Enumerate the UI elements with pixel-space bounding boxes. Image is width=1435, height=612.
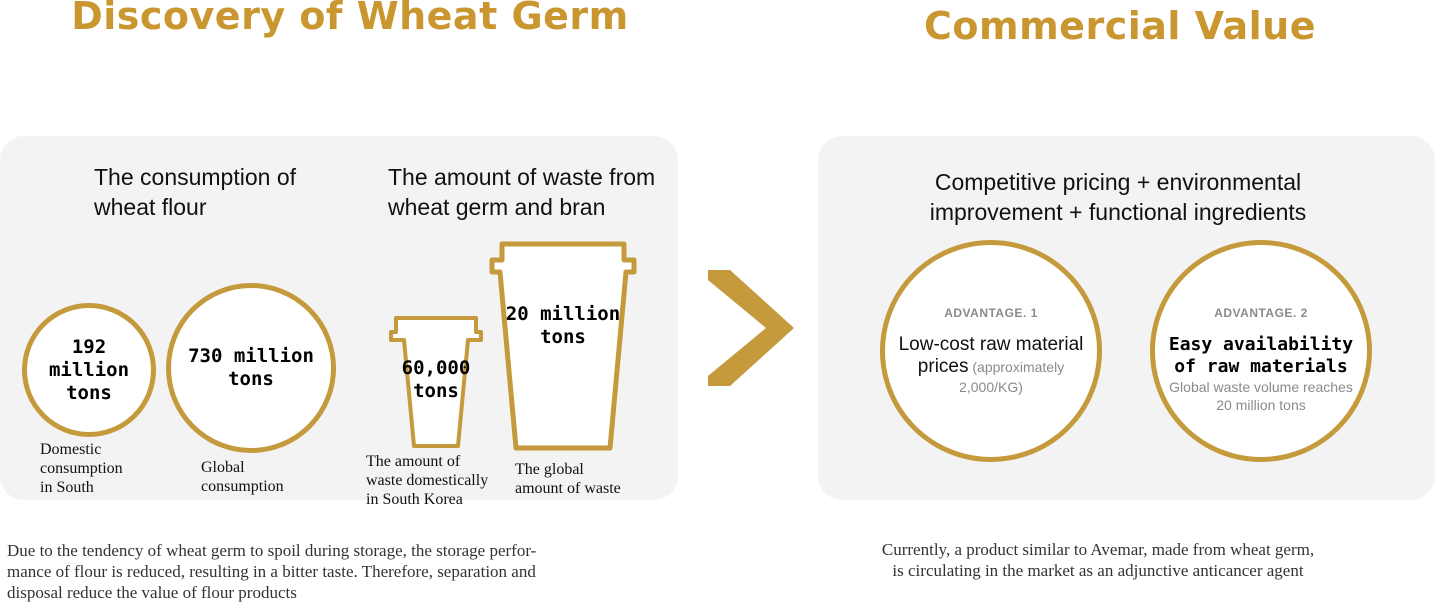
cup-icon — [489, 241, 637, 451]
cup-icon — [389, 316, 483, 448]
global-consumption-circle: 730 million tons — [166, 283, 336, 453]
chevron-right-icon — [708, 270, 794, 386]
right-footer: Currently, a product similar to Avemar, … — [818, 539, 1378, 581]
advantage-2-label: ADVANTAGE. 2 — [1214, 306, 1308, 320]
advantage-1-line2: prices (approximately — [880, 356, 1102, 378]
left-footer-line-2: mance of flour is reduced, resulting in … — [7, 562, 536, 581]
domestic-consumption-caption: Domestic consumption in South — [40, 441, 123, 496]
advantage-1-sub-2: 2,000/KG) — [959, 379, 1023, 395]
advantage-1-circle — [880, 240, 1102, 462]
global-consumption-value: 730 million tons — [188, 345, 314, 390]
global-consumption-caption: Global consumption — [201, 459, 284, 495]
advantage-1-main-2: prices — [917, 356, 969, 377]
commercial-title-line-1: Competitive pricing + environmental — [934, 169, 1302, 195]
advantage-2-sub-2: 20 million tons — [1216, 397, 1306, 413]
advantage-1-main: Low-cost raw material — [898, 334, 1084, 355]
waste-global-caption: The global amount of waste — [515, 461, 621, 497]
left-footer: Due to the tendency of wheat germ to spo… — [7, 540, 687, 603]
consumption-title-line-1: The consumption of — [94, 164, 297, 190]
commercial-title-line-2: improvement + functional ingredients — [929, 199, 1307, 225]
advantage-1-sub: (approximately — [968, 359, 1065, 375]
waste-title-line-2: wheat germ and bran — [388, 194, 606, 220]
waste-domestic-value: 60,000 tons — [401, 357, 471, 402]
advantage-2-sub: Global waste volume reaches — [1169, 379, 1353, 395]
consumption-title: The consumption of wheat flour — [94, 162, 296, 222]
left-heading: Discovery of Wheat Germ — [71, 0, 629, 38]
waste-domestic-caption: The amount of waste domestically in Sout… — [366, 453, 489, 508]
domestic-consumption-value: 192 million tons — [48, 335, 130, 404]
right-footer-line-2: is circulating in the market as an adjun… — [892, 561, 1304, 580]
advantage-2-main: Easy availability — [1168, 334, 1354, 355]
waste-global-value: 20 million tons — [505, 303, 621, 348]
waste-title-line-1: The amount of waste from — [388, 164, 656, 190]
waste-title: The amount of waste from wheat germ and … — [388, 162, 655, 222]
left-footer-line-3: disposal reduce the value of flour produ… — [7, 583, 297, 602]
advantage-2-main-2: of raw materials — [1174, 356, 1348, 377]
consumption-title-line-2: wheat flour — [94, 194, 207, 220]
advantage-1-content: ADVANTAGE. 1 Low-cost raw material price… — [880, 306, 1102, 396]
right-heading: Commercial Value — [924, 4, 1316, 48]
advantage-2-content: ADVANTAGE. 2 Easy availability of raw ma… — [1150, 306, 1372, 414]
advantage-1-label: ADVANTAGE. 1 — [944, 306, 1038, 320]
domestic-consumption-circle: 192 million tons — [22, 303, 156, 437]
advantage-2-circle — [1150, 240, 1372, 462]
right-footer-line-1: Currently, a product similar to Avemar, … — [881, 540, 1315, 559]
left-footer-line-1: Due to the tendency of wheat germ to spo… — [7, 541, 537, 560]
commercial-title: Competitive pricing + environmental impr… — [880, 167, 1356, 227]
